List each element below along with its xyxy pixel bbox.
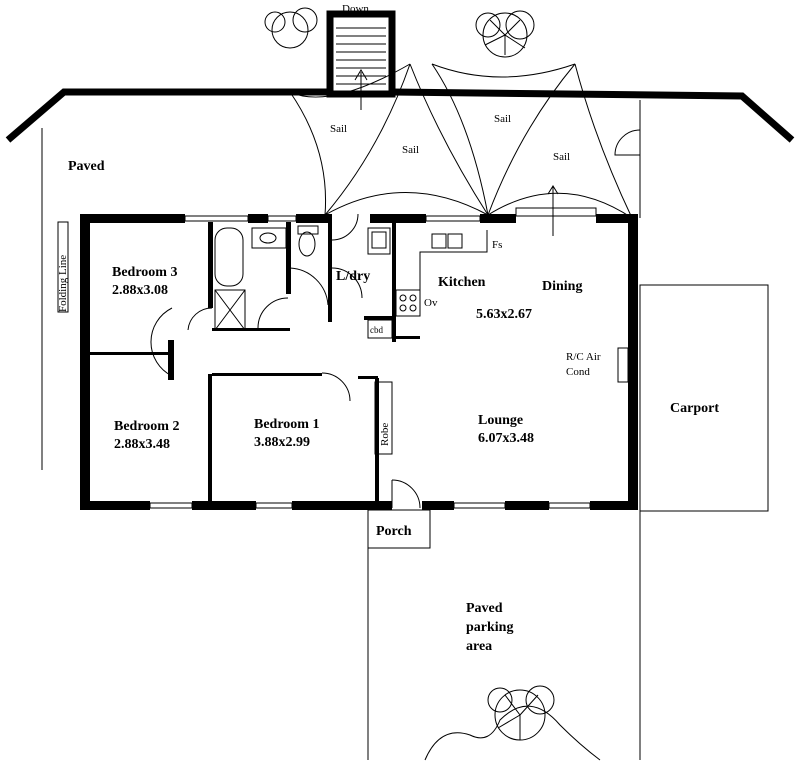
tree-icon (264, 7, 318, 49)
porch-label: Porch (376, 524, 412, 539)
door-arrow (547, 185, 559, 195)
folding-line (57, 221, 69, 313)
aircon-label: Cond (566, 366, 590, 378)
kitchen-dining-size: 5.63x2.67 (476, 307, 532, 322)
oven-label: Ov (424, 297, 438, 309)
dining-label: Dining (542, 279, 582, 294)
sail-label: Sail (494, 113, 511, 125)
aircon-label: R/C Air (566, 351, 601, 363)
stairs (326, 10, 396, 110)
kitchen-label: Kitchen (438, 275, 486, 290)
bedroom2-label: Bedroom 2 (114, 419, 179, 434)
bedroom1-label: Bedroom 1 (254, 417, 319, 432)
kitchen-fixtures (367, 227, 629, 455)
porch (367, 509, 431, 549)
paved-label: Paved (68, 159, 105, 174)
bedroom3-label: Bedroom 3 (112, 265, 177, 280)
folding-line-label: Folding Line (57, 255, 69, 312)
lounge-label: Lounge (478, 413, 523, 428)
bedroom1-size: 3.88x2.99 (254, 435, 310, 450)
interior-walls (90, 222, 420, 502)
sail-label: Sail (402, 144, 419, 156)
garden-bed (424, 705, 601, 761)
cupboard-label: cbd (370, 325, 383, 335)
carport-label: Carport (670, 401, 719, 416)
parking-label: area (466, 639, 492, 654)
roof-line (5, 88, 330, 143)
robe-label: Robe (379, 423, 391, 446)
laundry-label: L/dry (336, 269, 370, 284)
exterior-walls (80, 214, 638, 510)
shade-sails (289, 63, 633, 219)
door-swings (150, 213, 421, 509)
roof-line (391, 88, 795, 143)
tree-icon (475, 10, 535, 58)
bedroom3-size: 2.88x3.08 (112, 283, 168, 298)
parking-label: Paved (466, 601, 503, 616)
sail-label: Sail (553, 151, 570, 163)
bedroom2-size: 2.88x3.48 (114, 437, 170, 452)
bathroom-fixtures (214, 225, 319, 331)
stairs-down-label: Down (342, 3, 369, 15)
fs-label: Fs (492, 239, 502, 251)
parking-label: parking (466, 620, 513, 635)
side-gate (614, 129, 641, 156)
sail-label: Sail (330, 123, 347, 135)
windows (149, 207, 597, 509)
tree-icon (487, 685, 555, 741)
carport (639, 284, 769, 512)
lounge-size: 6.07x3.48 (478, 431, 534, 446)
